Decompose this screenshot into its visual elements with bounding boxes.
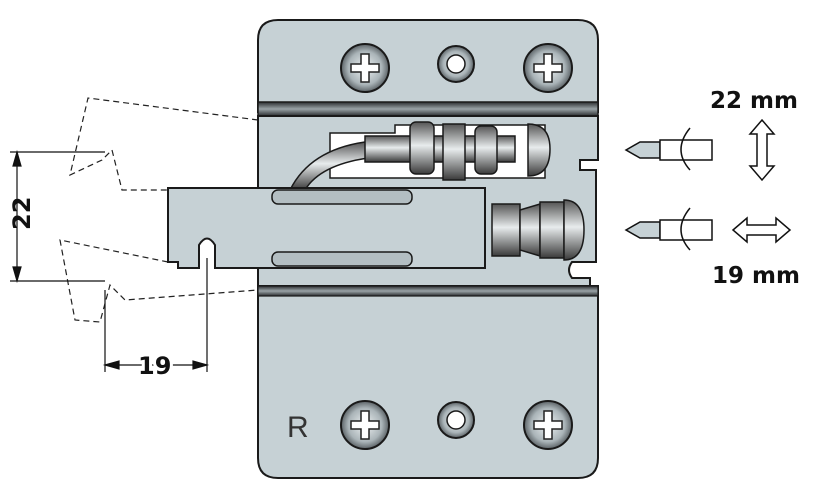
phillips-screw-icon [523, 400, 573, 450]
top-plate-edge [257, 101, 599, 117]
slot-upper [271, 189, 413, 205]
dimension-horizontal-label: 19 [138, 352, 171, 380]
vertical-adjustment-bolt [288, 121, 551, 191]
mounting-hole [437, 45, 475, 83]
horizontal-adjustment-bolt [491, 199, 585, 261]
rotation-arrow-icon [680, 207, 691, 251]
dimension-horizontal [102, 258, 210, 372]
vertical-double-arrow-icon [748, 118, 776, 182]
dimension-vertical [10, 149, 105, 284]
horizontal-adjustment-label: 19 mm [712, 263, 800, 289]
vertical-adjustment-label: 22 mm [710, 88, 798, 114]
rotation-arrow-icon [680, 127, 691, 171]
plate-mark: R [287, 411, 309, 444]
phillips-screw-icon [340, 43, 390, 93]
slider-arm [167, 187, 486, 269]
dimension-vertical-label: 22 [8, 197, 36, 230]
top-mounting-plate [257, 19, 599, 113]
phillips-screw-icon [340, 400, 390, 450]
slot-lower [271, 251, 413, 267]
screwdriver-icon [624, 207, 713, 251]
horizontal-double-arrow-icon [731, 216, 792, 244]
screwdriver-icon [624, 127, 713, 171]
phillips-screw-icon [523, 43, 573, 93]
mounting-hole [437, 401, 475, 439]
